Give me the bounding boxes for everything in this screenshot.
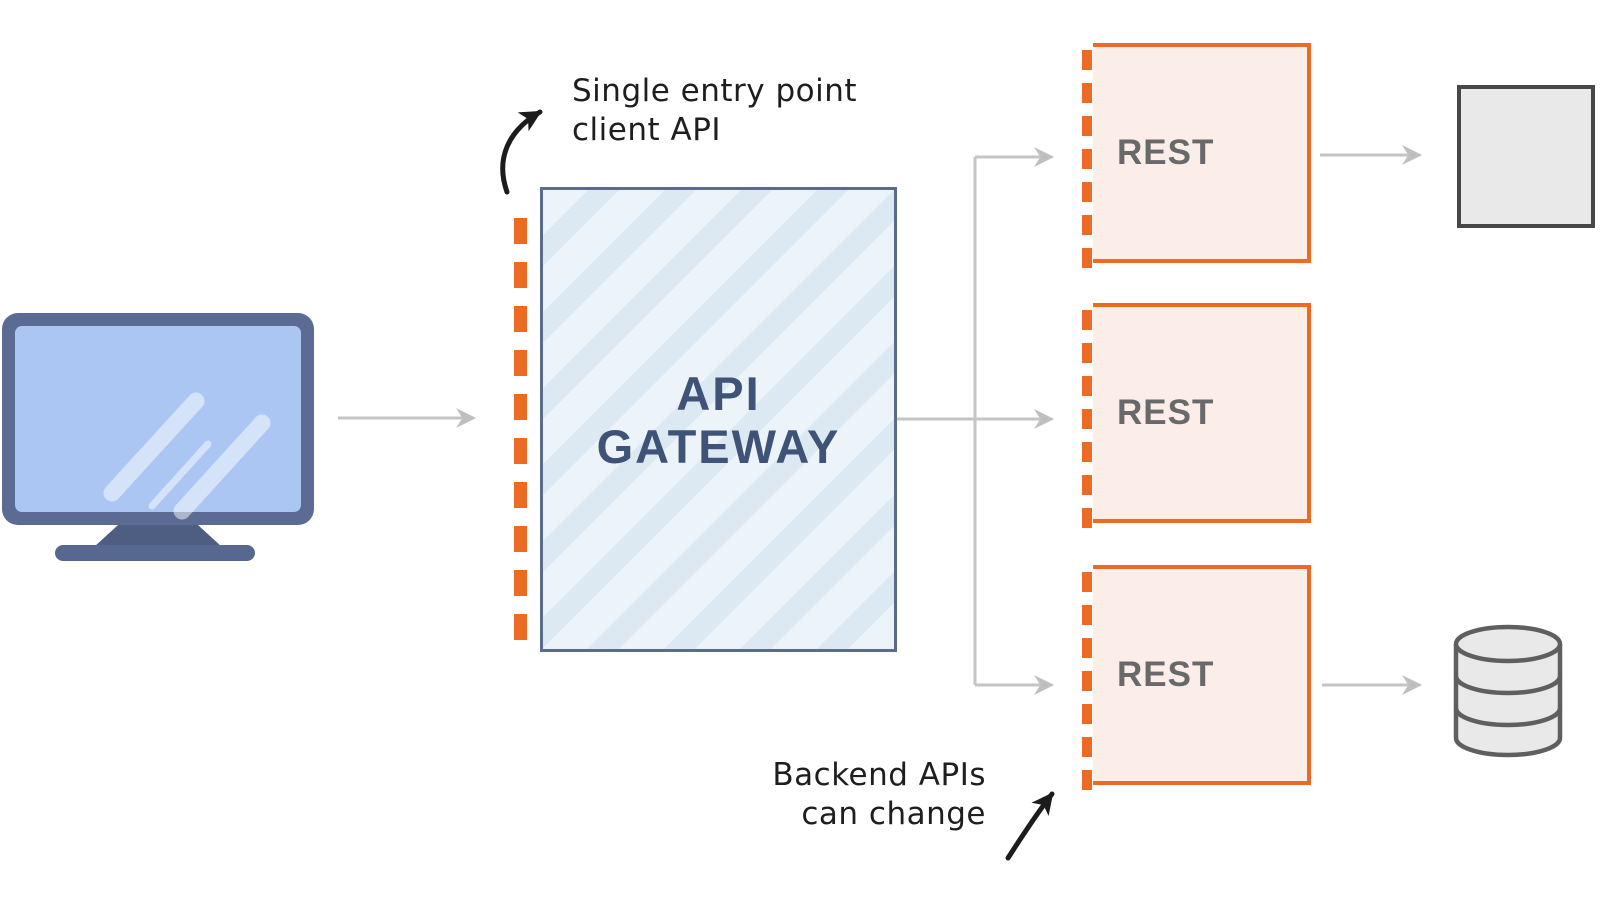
rest-label-1: REST <box>1117 133 1215 172</box>
rest-dashed-edge-3 <box>1082 572 1092 790</box>
annotation-backend-line2: can change <box>801 796 986 832</box>
gateway-dashed-entry-edge <box>514 218 527 650</box>
annotation-arrow-backend <box>1005 791 1055 861</box>
annotation-backend: Backend APIs can change <box>700 756 986 834</box>
rest-dashed-edge-2 <box>1082 310 1092 528</box>
annotation-arrow-entry <box>500 109 543 195</box>
fanout-arrows <box>897 147 1054 695</box>
api-gateway-title-line2: GATEWAY <box>596 419 841 473</box>
api-gateway-box: API GATEWAY <box>540 187 897 652</box>
rest-label-3: REST <box>1117 655 1215 694</box>
square-service-node <box>1457 85 1595 228</box>
rest-service-box-3: REST <box>1093 565 1311 785</box>
api-gateway-title: API GATEWAY <box>597 367 841 473</box>
rest-label-2: REST <box>1117 393 1215 432</box>
annotation-entry-point: Single entry point client API <box>572 72 902 150</box>
rest-service-box-2: REST <box>1093 303 1311 523</box>
monitor-icon <box>2 313 314 561</box>
annotation-backend-line1: Backend APIs <box>772 757 986 793</box>
annotation-entry-line1: Single entry point <box>572 73 858 109</box>
database-icon <box>1453 624 1563 758</box>
rest-service-box-1: REST <box>1093 43 1311 263</box>
api-gateway-title-line1: API <box>676 366 761 420</box>
annotation-entry-line2: client API <box>572 112 722 148</box>
rest-dashed-edge-1 <box>1082 50 1092 268</box>
